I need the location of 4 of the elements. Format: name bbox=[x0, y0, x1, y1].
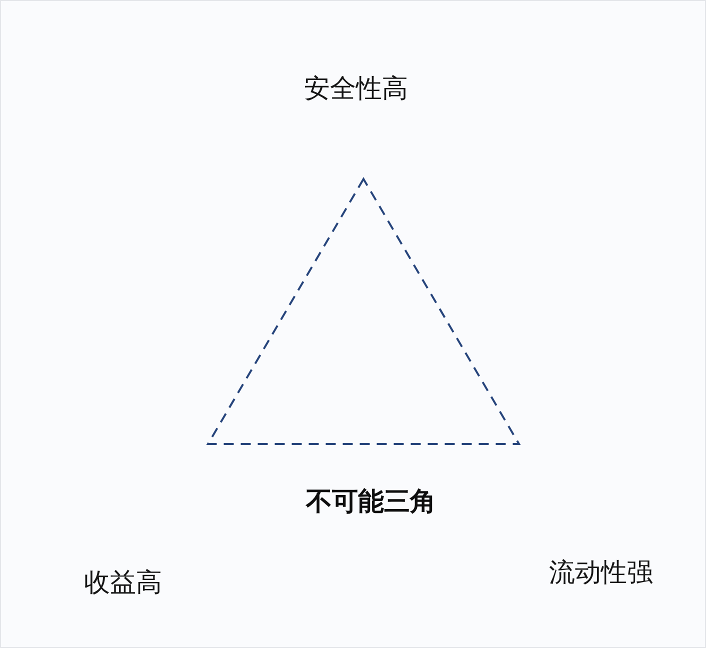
corner-label: 流动性强 bbox=[549, 558, 653, 588]
corner-label: 安全性高 bbox=[304, 74, 408, 104]
corner-label: 收益高 bbox=[84, 568, 162, 598]
diagram-caption: 不可能三角 bbox=[306, 487, 436, 517]
